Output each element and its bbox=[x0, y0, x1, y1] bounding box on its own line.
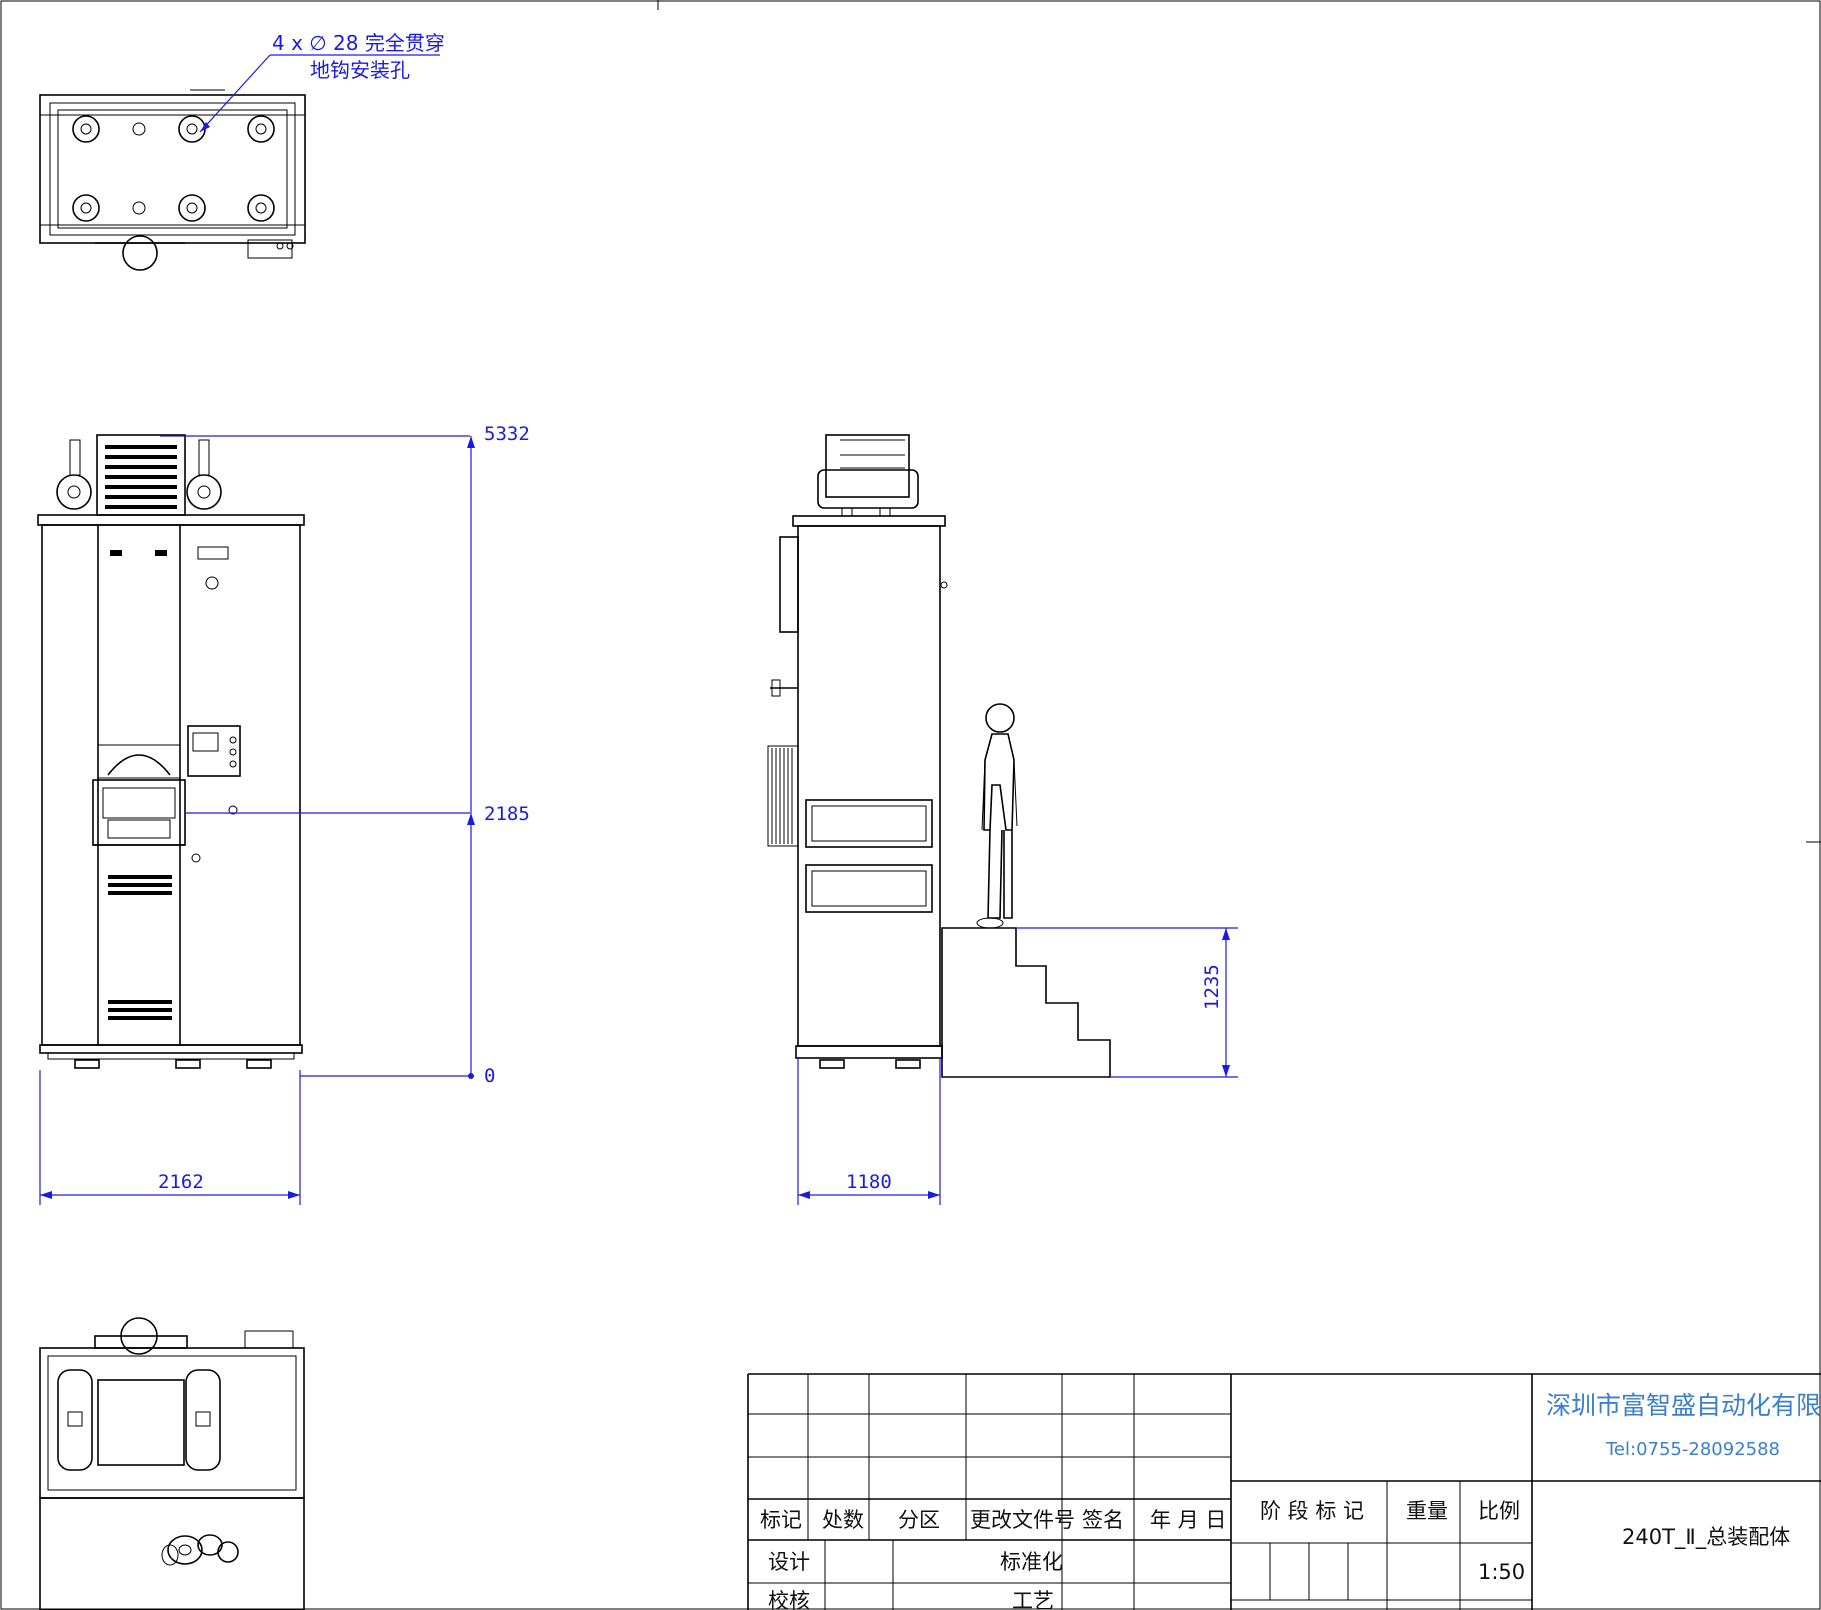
label-process: 工艺 bbox=[1012, 1589, 1054, 1610]
header-mark: 标记 bbox=[760, 1508, 802, 1532]
front-top-vent bbox=[105, 445, 177, 509]
hole-note-line2: 地钩安装孔 bbox=[310, 58, 410, 82]
header-zone: 分区 bbox=[898, 1508, 940, 1532]
side-view bbox=[767, 434, 948, 1069]
step-height-dimension: 1235 bbox=[1016, 927, 1238, 1078]
dim-step-1235: 1235 bbox=[1201, 964, 1223, 1010]
dim-height-0: 0 bbox=[484, 1065, 495, 1087]
header-date: 年 月 日 bbox=[1150, 1508, 1226, 1532]
dim-height-5332: 5332 bbox=[484, 423, 530, 445]
side-fin-radiator bbox=[767, 745, 799, 847]
front-view bbox=[37, 434, 305, 1069]
hole-callout: 4 x ∅ 28 完全贯穿 地钩安装孔 bbox=[199, 31, 445, 133]
company-tel: Tel:0755-28092588 bbox=[1605, 1439, 1780, 1460]
bottom-valve-cluster bbox=[161, 1534, 239, 1566]
label-check: 校核 bbox=[768, 1589, 810, 1610]
top-view bbox=[39, 89, 306, 271]
company-name: 深圳市富智盛自动化有限公司 bbox=[1546, 1391, 1821, 1420]
scale-value: 1:50 bbox=[1478, 1560, 1525, 1584]
label-stage-mark: 阶 段 标 记 bbox=[1260, 1499, 1364, 1523]
operator-figure bbox=[976, 703, 1018, 929]
side-depth-dimension: 1180 bbox=[797, 1058, 941, 1205]
dim-width-2162: 2162 bbox=[158, 1171, 204, 1193]
access-steps bbox=[941, 927, 1111, 1078]
header-change-doc: 更改文件号 bbox=[970, 1508, 1075, 1532]
header-count: 处数 bbox=[822, 1508, 864, 1532]
title-block: 标记 处数 分区 更改文件号 签名 年 月 日 设计 标准化 校核 工艺 阶 段… bbox=[747, 1373, 1821, 1610]
header-signature: 签名 bbox=[1082, 1508, 1124, 1532]
dim-depth-1180: 1180 bbox=[846, 1171, 892, 1193]
label-weight: 重量 bbox=[1406, 1499, 1448, 1523]
mounting-hole-circles bbox=[72, 115, 275, 222]
front-lower-vents bbox=[108, 875, 172, 1020]
dim-height-2185: 2185 bbox=[484, 803, 530, 825]
drawing-title: 240T_Ⅱ_总装配体 bbox=[1622, 1525, 1790, 1550]
label-scale: 比例 bbox=[1478, 1499, 1520, 1523]
front-width-dimension: 2162 bbox=[39, 1070, 301, 1205]
front-height-dimensions: 5332 2185 0 bbox=[160, 423, 530, 1087]
label-design: 设计 bbox=[768, 1550, 810, 1574]
label-standardize: 标准化 bbox=[1000, 1550, 1063, 1574]
hole-note-line1: 4 x ∅ 28 完全贯穿 bbox=[272, 31, 445, 55]
bottom-plan-view bbox=[39, 1317, 305, 1610]
